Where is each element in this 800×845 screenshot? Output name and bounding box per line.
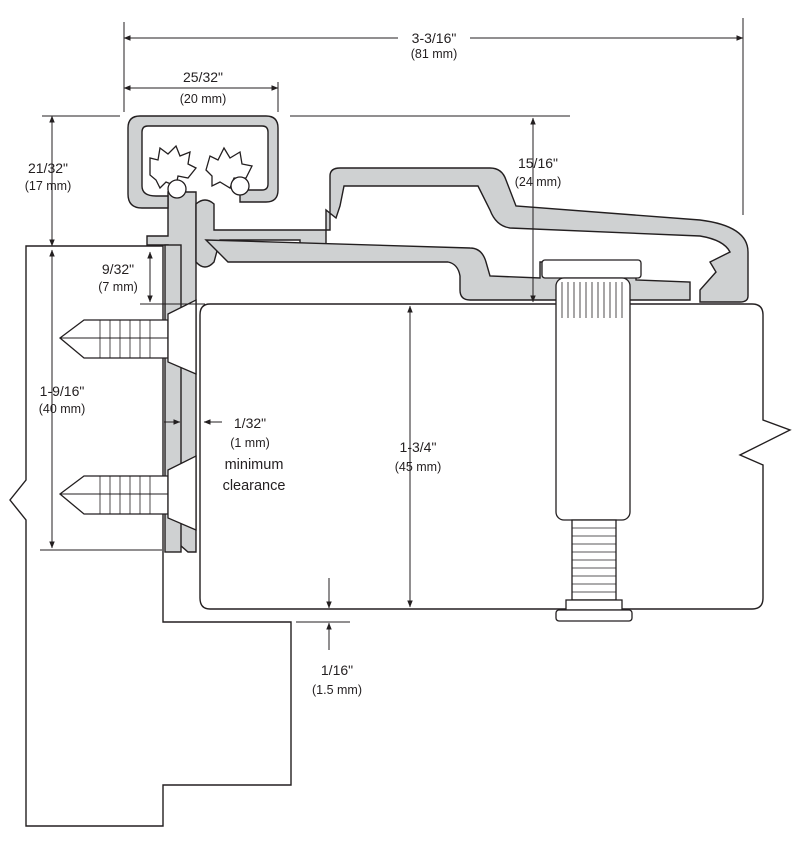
knuckle-height-metric: (17 mm) xyxy=(25,179,72,193)
clearance-metric: (1 mm) xyxy=(230,436,270,450)
overall-width-label: 3-3/16" xyxy=(412,30,457,46)
hinge-cap xyxy=(127,115,279,209)
door xyxy=(199,303,792,610)
door-frame xyxy=(9,245,292,827)
clearance-note-line2: clearance xyxy=(223,478,286,494)
leaf-height-label: 15/16" xyxy=(518,155,558,171)
through-bolt xyxy=(541,259,642,622)
frame-leaf-metric: (40 mm) xyxy=(39,402,86,416)
wood-screw-top xyxy=(58,298,197,375)
wood-screw-bottom xyxy=(58,454,197,531)
leaf-height-metric: (24 mm) xyxy=(515,175,562,189)
clearance-note-line1: minimum xyxy=(225,457,284,473)
frame-offset-label: 9/32" xyxy=(102,261,134,277)
knuckle-width-label: 25/32" xyxy=(183,69,223,85)
gear-knuckle xyxy=(149,144,253,199)
bolt-thread xyxy=(572,527,616,593)
bolt-knurl xyxy=(561,282,623,318)
bottom-gap-label: 1/16" xyxy=(321,662,353,678)
knuckle-width-metric: (20 mm) xyxy=(180,92,227,106)
knuckle-height-label: 21/32" xyxy=(28,160,68,176)
door-leaf xyxy=(195,167,749,303)
clearance-label: 1/32" xyxy=(234,415,266,431)
frame-offset-metric: (7 mm) xyxy=(98,280,138,294)
dimension-lines xyxy=(40,18,744,650)
overall-width-metric: (81 mm) xyxy=(411,47,458,61)
door-thickness-label: 1-3/4" xyxy=(400,439,437,455)
frame-leaf-label: 1-9/16" xyxy=(40,383,85,399)
door-thickness-metric: (45 mm) xyxy=(395,460,442,474)
bottom-gap-metric: (1.5 mm) xyxy=(312,683,362,697)
